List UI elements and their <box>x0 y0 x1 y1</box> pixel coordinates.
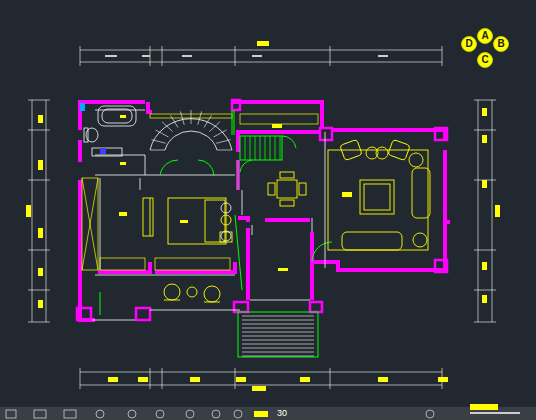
compass-letter: B <box>497 39 504 49</box>
compass-circle: C <box>477 52 493 68</box>
compass-letter: D <box>465 39 472 49</box>
compass-circle: B <box>493 36 509 52</box>
compass-circle: D <box>461 36 477 52</box>
compass-letter: A <box>481 31 488 41</box>
compass-letter: C <box>481 55 488 65</box>
toolbar-number: 30 <box>277 409 287 418</box>
compass-circle: A <box>477 28 493 44</box>
